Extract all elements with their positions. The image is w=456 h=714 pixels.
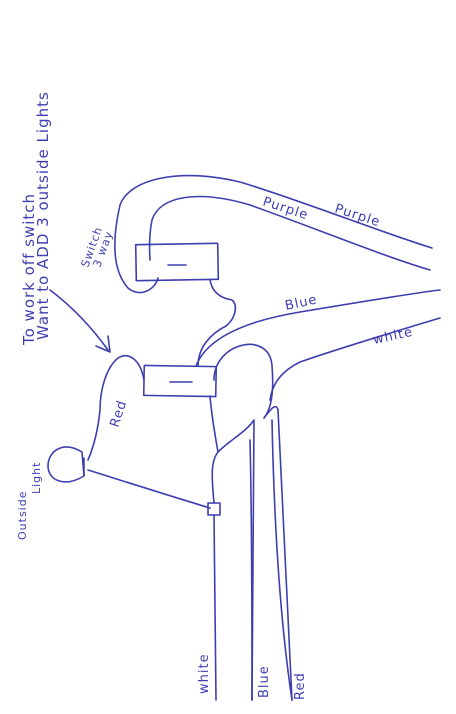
light-icon [47,446,85,483]
purple-wire-inner [148,195,431,271]
white-label-top: white [372,325,415,348]
red-wire-upper [87,355,145,461]
blue-label-bottom: Blue [257,665,272,698]
note-line-2: To work off switch [20,193,38,346]
purple-label-outer: Purple [333,202,382,231]
three-way-switch [134,242,220,282]
cable-loop [213,343,274,419]
white-wire-top [269,317,441,401]
outside-light-label-1: Outside [16,491,29,540]
cable-left-edge [217,419,255,701]
note-line-1: Want to ADD 3 outside Lights [34,91,52,340]
outside-light-label-2: Light [30,462,43,494]
red-label-upper: Red [108,398,131,429]
purple-wire-outer [113,174,433,294]
red-label-bottom: Red [293,672,308,700]
purple-label-inner: Purple [261,195,310,224]
arrow-head [95,335,111,353]
blue-label-top: Blue [284,292,319,313]
junction-box [207,502,221,516]
red-wire-bottom [271,419,293,701]
switch-link-wire [197,279,237,367]
blue-wire-top [195,289,441,367]
arrow-shaft [49,289,109,351]
switch-down-wire [209,395,219,504]
cable-right-edge [263,405,293,701]
white-wire-bottom [213,514,217,701]
white-label-bottom: white [197,653,212,694]
switch [142,364,218,398]
light-to-junction-wire [87,469,211,509]
blue-wire-bottom [249,439,253,701]
